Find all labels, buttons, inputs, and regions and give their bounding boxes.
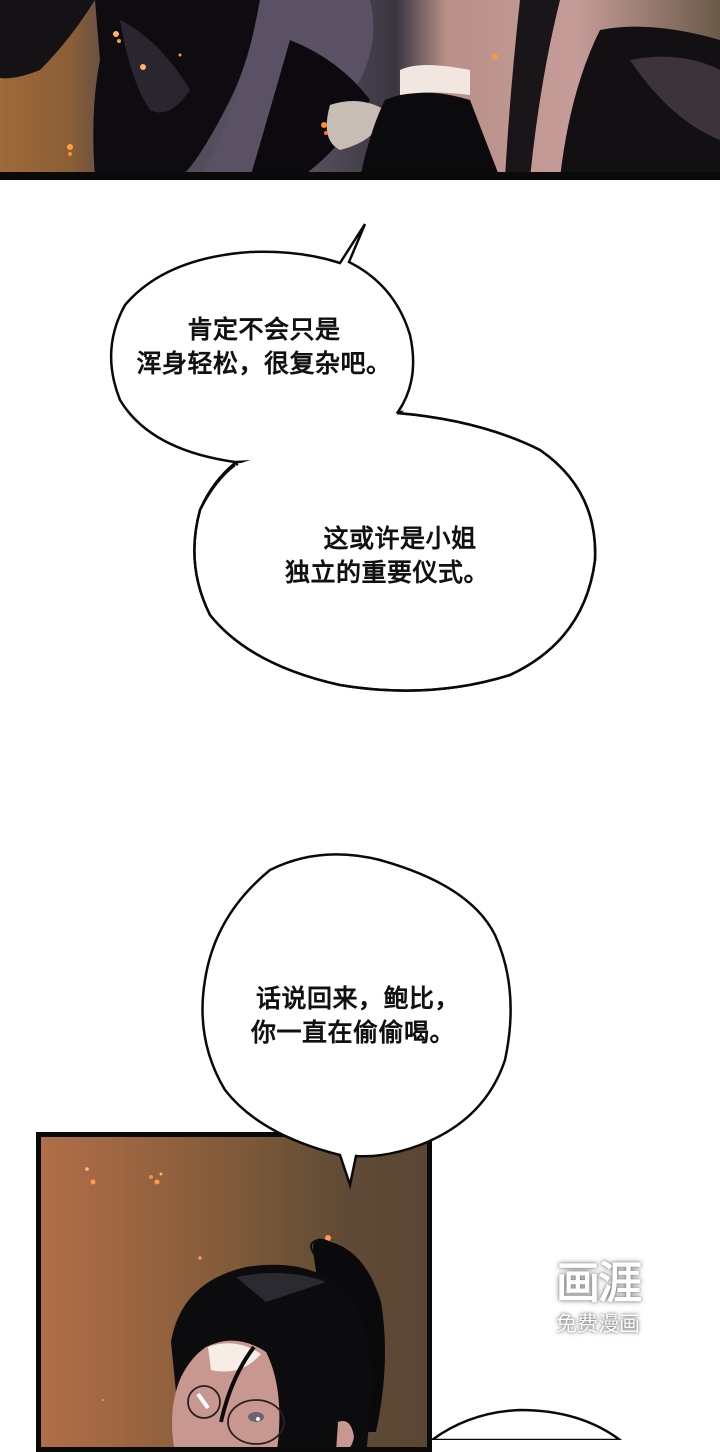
watermark-logo: 画涯 — [556, 1258, 642, 1309]
bubble-3-line-1: 话说回来，鲍比， — [255, 984, 460, 1013]
speech-bubble-2-text: 这或许是小姐 独立的重要仪式。 — [262, 522, 512, 590]
bubble-2-line-1: 这或许是小姐 — [323, 524, 477, 553]
comic-panel-bottom — [36, 1132, 432, 1452]
panel-art-bottom — [85, 1167, 385, 1447]
bubble-1-line-1: 肯定不会只是 — [187, 315, 341, 344]
panel-art-top — [0, 0, 720, 178]
speech-bubble-3-text: 话说回来，鲍比， 你一直在偷偷喝。 — [228, 982, 488, 1050]
comic-panel-top — [0, 0, 720, 178]
panel-border — [0, 172, 720, 180]
bubble-1-line-2: 浑身轻松，很复杂吧。 — [136, 349, 392, 378]
speech-bubble-1-shape — [109, 223, 415, 464]
watermark-subtitle: 免费漫画 — [556, 1312, 640, 1336]
speech-bubble-1-text: 肯定不会只是 浑身轻松，很复杂吧。 — [106, 313, 422, 381]
watermark: 画涯 免费漫画 — [538, 1258, 658, 1358]
bubble-3-line-2: 你一直在偷偷喝。 — [250, 1018, 455, 1047]
bubble-2-line-2: 独立的重要仪式。 — [284, 558, 489, 587]
